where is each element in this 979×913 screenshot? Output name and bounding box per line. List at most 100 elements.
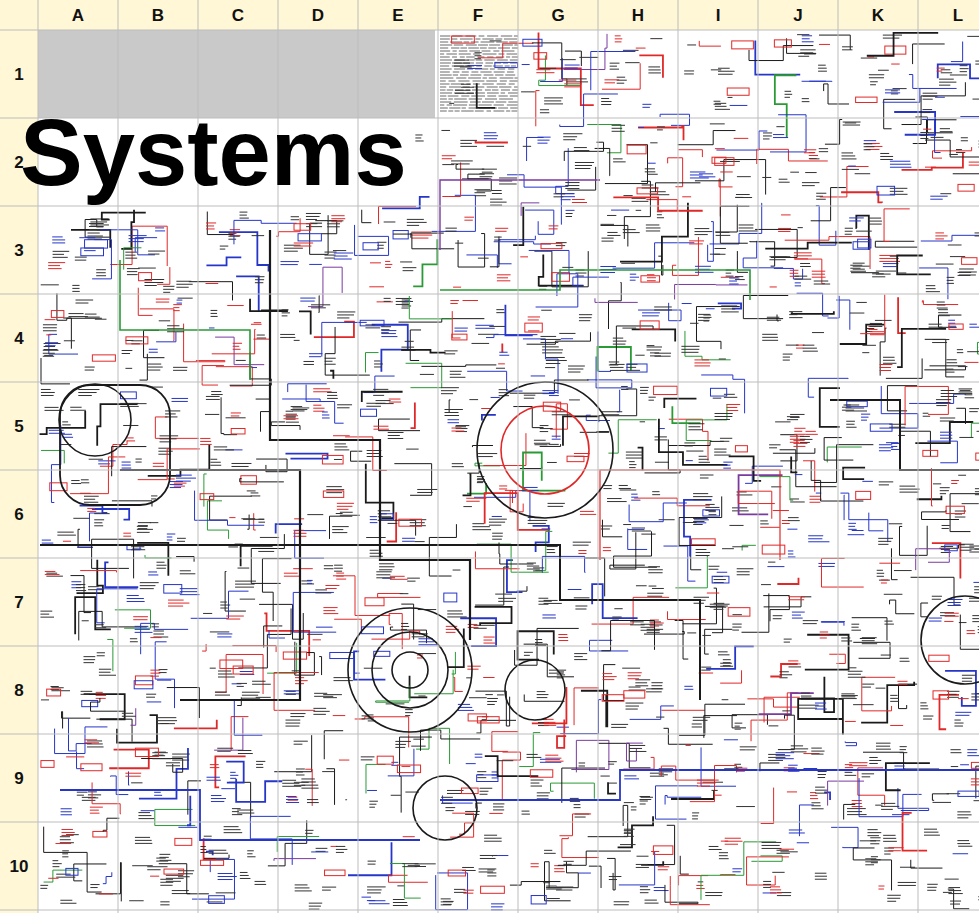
tiny-text-mark [443, 901, 454, 902]
tiny-text-mark [445, 412, 459, 413]
tiny-text-mark [178, 298, 193, 299]
tiny-text-mark [322, 771, 334, 772]
tiny-text-mark [87, 740, 102, 741]
tiny-text-mark [652, 491, 659, 492]
pathway-line [462, 179, 491, 191]
tiny-text-mark [531, 863, 539, 864]
tiny-text-mark [452, 466, 464, 467]
tiny-text-mark [445, 409, 463, 410]
enzyme-box [92, 355, 115, 361]
tiny-text-mark [408, 865, 420, 866]
tiny-text-mark [494, 72, 505, 73]
tiny-text-mark [418, 641, 433, 642]
pathway-line [534, 251, 588, 287]
tiny-text-mark [467, 666, 480, 667]
tiny-text-mark [531, 375, 545, 376]
tiny-text-mark [622, 328, 636, 329]
tiny-text-mark [284, 573, 298, 574]
tiny-text-mark [485, 90, 491, 91]
tiny-text-mark [85, 317, 100, 318]
tiny-text-mark [514, 45, 518, 46]
tiny-text-mark [405, 712, 413, 713]
pathway-line [539, 55, 580, 85]
enzyme-box [81, 764, 102, 771]
pathway-line [103, 872, 112, 883]
tiny-text-mark [418, 695, 425, 696]
tiny-text-mark [474, 628, 487, 629]
tiny-text-mark [87, 511, 96, 512]
tiny-text-mark [456, 78, 466, 79]
tiny-text-mark [211, 316, 218, 317]
tiny-text-mark [96, 692, 103, 693]
tiny-text-mark [369, 807, 374, 808]
pathway-line [256, 399, 270, 432]
tiny-text-mark [484, 135, 498, 136]
pathway-line [669, 419, 708, 460]
tiny-text-mark [460, 143, 472, 144]
tiny-text-mark [368, 861, 376, 862]
tiny-text-mark [150, 522, 158, 523]
tiny-text-mark [163, 289, 174, 290]
pathway-line [602, 520, 622, 537]
tiny-text-mark [469, 108, 477, 109]
tiny-text-mark [601, 528, 610, 529]
tiny-text-mark [122, 468, 132, 469]
tiny-text-mark [180, 591, 197, 592]
tiny-text-mark [151, 498, 156, 499]
tiny-text-mark [487, 93, 499, 94]
pathway-line [97, 404, 137, 446]
tiny-text-mark [325, 585, 339, 586]
tiny-text-mark [305, 833, 312, 834]
tiny-text-mark [220, 602, 227, 603]
tiny-text-mark [452, 57, 457, 58]
tiny-text-mark [469, 51, 480, 52]
tiny-text-mark [257, 338, 267, 339]
tiny-text-mark [545, 761, 563, 762]
tiny-text-mark [574, 653, 587, 654]
tiny-text-mark [307, 580, 313, 581]
tiny-text-mark [538, 604, 548, 605]
tiny-text-mark [484, 60, 494, 61]
tiny-text-mark [441, 393, 453, 394]
tiny-text-mark [391, 762, 398, 763]
tiny-text-mark [45, 574, 60, 575]
tiny-text-mark [129, 403, 147, 404]
tiny-text-mark [207, 777, 220, 778]
tiny-text-mark [153, 466, 164, 467]
tiny-text-mark [84, 499, 95, 500]
tiny-text-mark [40, 885, 48, 886]
tiny-text-mark [475, 39, 480, 40]
pathway-line [587, 356, 632, 387]
tiny-text-mark [469, 399, 478, 400]
tiny-text-mark [64, 340, 75, 341]
tiny-text-mark [370, 262, 381, 263]
tiny-text-mark [200, 852, 207, 853]
enzyme-box [47, 689, 61, 696]
tiny-text-mark [484, 66, 491, 67]
tiny-text-mark [548, 503, 565, 504]
pathway-line [366, 764, 386, 793]
tiny-text-mark [85, 367, 95, 368]
tiny-text-mark [367, 790, 377, 791]
tiny-text-mark [401, 629, 407, 630]
tiny-text-mark [607, 235, 620, 236]
tiny-text-mark [615, 38, 623, 39]
tiny-text-mark [370, 516, 377, 517]
pathway-line [324, 731, 343, 760]
tiny-text-mark [481, 42, 495, 43]
tiny-text-mark [440, 99, 447, 100]
tiny-text-mark [336, 846, 345, 847]
tiny-text-mark [417, 492, 432, 493]
tiny-text-mark [626, 452, 643, 453]
tiny-text-mark [626, 367, 636, 368]
pathway-line [44, 870, 83, 882]
tiny-text-mark [337, 407, 349, 408]
tiny-text-mark [370, 519, 377, 520]
tiny-text-mark [379, 566, 394, 567]
tiny-text-mark [579, 314, 592, 315]
tiny-text-mark [327, 220, 343, 221]
tiny-text-mark [455, 111, 460, 112]
tiny-text-mark [646, 224, 659, 225]
tiny-text-mark [90, 221, 107, 222]
tiny-text-mark [385, 261, 390, 262]
